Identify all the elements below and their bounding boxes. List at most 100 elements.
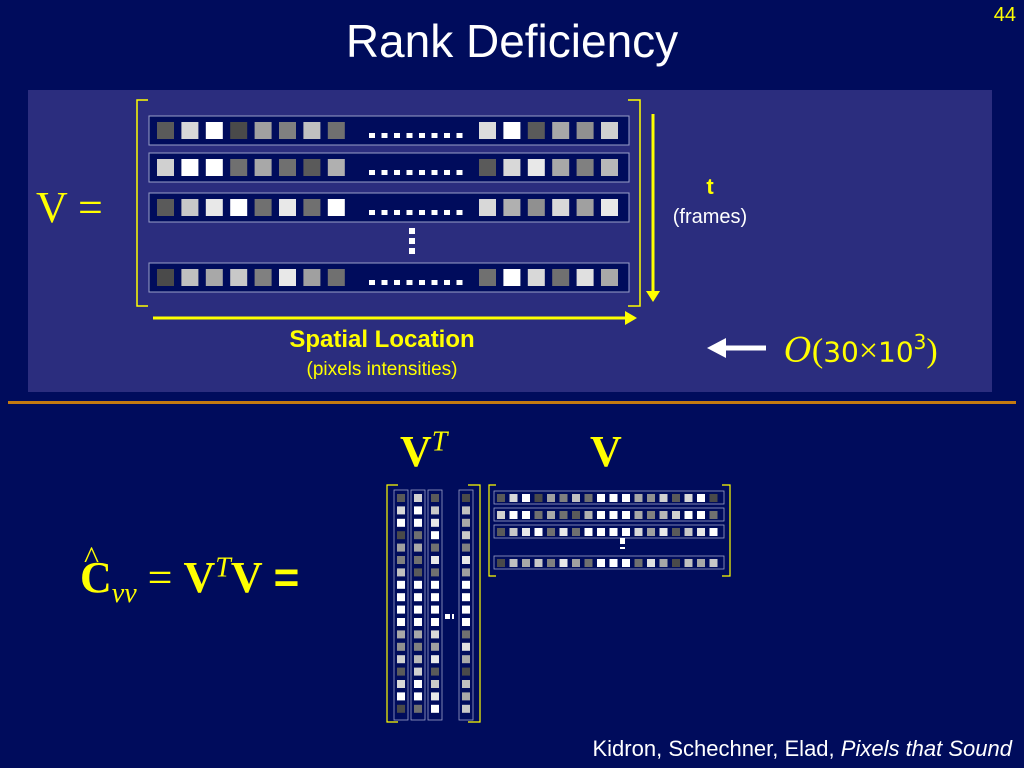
row-frame <box>148 115 630 146</box>
pixel-cell <box>552 199 570 216</box>
pixel-cell <box>181 122 199 139</box>
small-cell <box>559 559 568 567</box>
transpose-cell <box>462 556 470 564</box>
pixel-cell <box>181 199 199 216</box>
transpose-cell <box>431 605 439 614</box>
transpose-cell <box>414 704 422 713</box>
small-cell <box>697 511 705 519</box>
citation-work: Pixels that Sound <box>840 736 1012 761</box>
small-cell <box>684 511 693 519</box>
ellipsis-dot <box>431 210 438 215</box>
pixel-cell <box>552 122 570 139</box>
citation-authors: Kidron, Schechner, Elad, <box>592 736 841 761</box>
big-o-symbol: O <box>784 330 812 371</box>
ellipsis-dot <box>419 133 425 138</box>
vt-term: V <box>183 553 216 602</box>
small-cell <box>597 528 605 536</box>
ellipsis-dot <box>369 170 375 175</box>
pixel-cell <box>157 199 174 216</box>
page-number: 44 <box>993 4 1016 26</box>
small-cell <box>634 559 643 567</box>
small-cell <box>547 528 555 536</box>
transpose-cell <box>462 518 470 527</box>
ellipsis-dot <box>381 210 388 215</box>
transpose-cell <box>414 593 422 602</box>
transpose-cell <box>462 580 470 589</box>
small-cell <box>659 494 668 502</box>
ellipsis-dot <box>369 133 375 138</box>
small-cell <box>572 511 580 519</box>
transpose-cell <box>431 680 439 688</box>
pixel-cell <box>576 159 594 176</box>
pixel-cell <box>576 269 594 286</box>
small-cell <box>534 494 543 502</box>
small-cell <box>522 559 530 567</box>
ellipsis-dot <box>381 170 388 175</box>
ellipsis-dot <box>406 280 413 285</box>
small-cell <box>709 494 718 502</box>
ellipsis-dot <box>369 210 375 215</box>
matrix-rows <box>148 115 630 293</box>
matrix-row <box>148 115 630 146</box>
vv-subscript: vv <box>111 577 137 609</box>
small-cell <box>647 494 655 502</box>
small-cell <box>597 511 605 519</box>
small-cell <box>572 559 580 567</box>
transpose-cell <box>414 618 422 626</box>
transpose-cell <box>397 580 405 589</box>
small-cell <box>609 559 618 567</box>
ellipsis-dot <box>381 133 388 138</box>
small-cell <box>497 528 505 536</box>
small-cell <box>547 511 555 519</box>
small-cell <box>534 559 543 567</box>
pixel-cell <box>254 199 272 216</box>
pixel-cell <box>205 122 223 139</box>
small-cell <box>634 494 643 502</box>
t-superscript: T <box>215 552 231 584</box>
horizontal-ellipsis-dot <box>452 614 454 619</box>
pixel-cell <box>230 199 248 216</box>
transpose-cell <box>431 655 439 664</box>
small-cell <box>547 559 555 567</box>
small-cell <box>659 528 668 536</box>
pixel-cell <box>254 269 272 286</box>
transpose-cell <box>397 518 405 527</box>
matrix-brackets <box>136 99 641 307</box>
transpose-cell <box>462 531 470 540</box>
small-cell <box>509 559 518 567</box>
base: 10 <box>878 335 914 369</box>
pixel-cell <box>327 269 345 286</box>
pixel-cell <box>157 122 174 139</box>
small-cell <box>597 494 605 502</box>
transpose-cell <box>431 580 439 589</box>
pixel-cell <box>479 122 496 139</box>
complexity-expression: O(30×103) <box>784 330 938 370</box>
time-label: t <box>706 174 714 199</box>
pixel-cell <box>205 199 223 216</box>
transpose-cell <box>414 556 422 564</box>
ellipsis-dot <box>431 170 438 175</box>
transpose-cell <box>462 680 470 688</box>
ellipsis-dot <box>444 210 450 215</box>
transpose-label: VT <box>400 426 447 477</box>
ellipsis-dot <box>431 133 438 138</box>
pixel-cell <box>254 159 272 176</box>
transpose-cell <box>431 506 439 515</box>
pixel-cell <box>279 269 296 286</box>
exponent: 3 <box>913 330 927 354</box>
pixel-cell <box>230 122 248 139</box>
transpose-cell <box>397 680 405 688</box>
small-cell <box>509 528 518 536</box>
transpose-cell <box>462 593 470 602</box>
vertical-ellipsis-dot <box>409 248 415 254</box>
transpose-cell <box>414 568 422 577</box>
ellipsis-dot <box>419 210 425 215</box>
small-cell <box>584 511 593 519</box>
pixel-cell <box>157 269 174 286</box>
left-arrow <box>707 338 766 358</box>
transpose-cell <box>431 642 439 651</box>
mantissa: 30 <box>823 335 859 369</box>
pixel-cell <box>479 159 496 176</box>
small-cell <box>497 559 505 567</box>
transpose-cell <box>431 704 439 713</box>
